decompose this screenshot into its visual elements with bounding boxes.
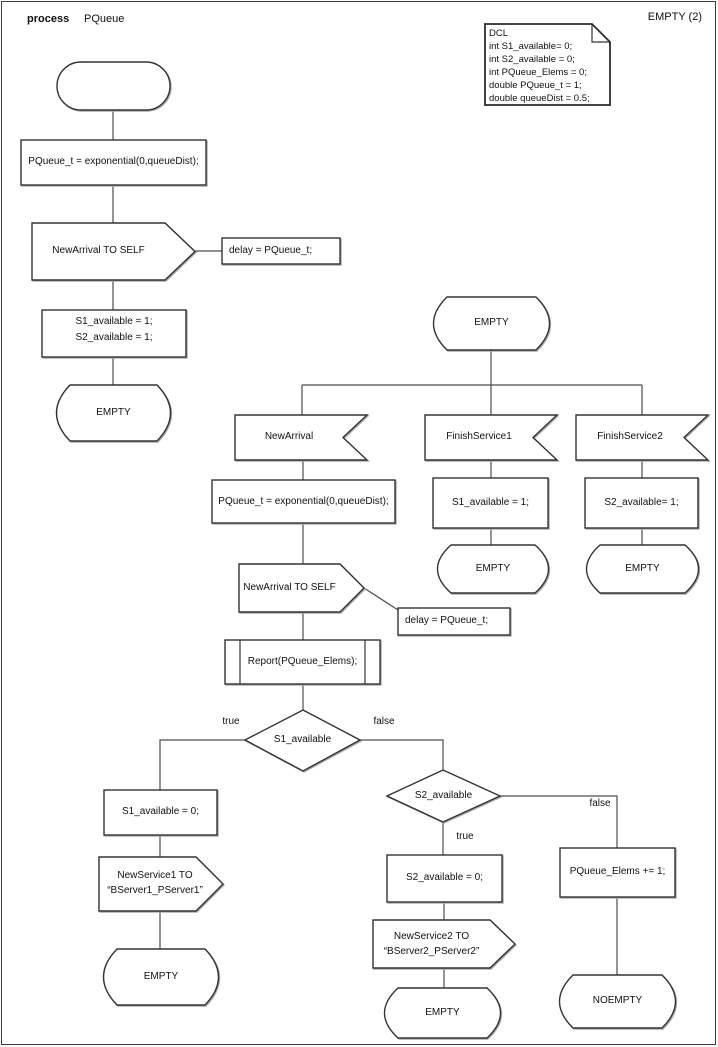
procedure-label-report: Report(PQueue_Elems); <box>247 656 358 667</box>
dcl-line: double queueDist = 0.5; <box>489 93 590 104</box>
branch-label-true-s2: true <box>456 831 474 842</box>
flow-connector <box>159 739 245 790</box>
decision-shape-s2-available <box>385 769 502 823</box>
output-newservice2-line2: “BServer2_PServer2” <box>383 946 480 957</box>
output-label-newservice2: NewService2 TO “BServer2_PServer2” <box>373 929 490 959</box>
branch-label-false-s2: false <box>589 798 611 809</box>
output-label-newarrival-self: NewArrival TO SELF <box>243 582 336 593</box>
decision-label-s2-available: S2_available <box>414 790 473 801</box>
task-label-s1-zero: S1_available = 0; <box>121 806 199 817</box>
output-newservice2-line1: NewService2 TO <box>393 931 470 942</box>
input-shape-finishservice2 <box>575 414 710 461</box>
output-label-newservice1: NewService1 TO “BServer1_PServer1” <box>99 868 211 898</box>
start-symbol <box>56 61 171 111</box>
output-newservice1-line1: NewService1 TO <box>117 870 193 881</box>
input-label-finishservice1: FinishService1 <box>446 431 512 442</box>
flow-connector <box>500 795 618 848</box>
output-shape-newservice2 <box>372 919 517 969</box>
diagram-kind-label: process <box>27 13 70 25</box>
dcl-line: int S1_available= 0; <box>489 41 573 52</box>
state-label-empty-main: EMPTY <box>474 317 509 328</box>
output-shape-newarrival-start <box>31 222 197 281</box>
task-shape-s1-one <box>432 477 549 529</box>
comment-shape-delay-start <box>221 237 341 265</box>
decision-label-s1-available: S1_available <box>273 734 332 745</box>
comment-label-delay: delay = PQueue_t; <box>405 615 489 626</box>
decision-shape-s1-available <box>243 709 362 772</box>
dcl-line: int PQueue_Elems = 0; <box>489 67 587 78</box>
connectors <box>112 110 643 988</box>
output-newservice1-line2: “BServer1_PServer1” <box>107 885 203 896</box>
task-init-line2: S2_available = 1; <box>75 332 153 343</box>
dcl-line: DCL <box>489 28 509 39</box>
comment-label-delay-start: delay = PQueue_t; <box>229 245 313 256</box>
state-shape-noempty <box>558 974 677 1029</box>
dcl-line: int S2_available = 0; <box>489 54 575 65</box>
output-label-newarrival-start: NewArrival TO SELF <box>52 245 145 256</box>
state-shape-empty-fs1 <box>436 544 550 594</box>
dcl-note-shape <box>484 23 611 106</box>
task-shape-s2-zero <box>386 854 503 903</box>
state-label-empty-fs1: EMPTY <box>475 563 511 574</box>
task-shape-set-timer-start <box>20 139 207 186</box>
input-shape-newarrival <box>234 414 369 461</box>
state-label-empty-fs2: EMPTY <box>625 563 660 574</box>
folded-corner-icon <box>591 24 610 43</box>
branch-label-false-s1: false <box>373 716 395 727</box>
state-shape-empty-s2 <box>383 987 502 1039</box>
state-label-noempty: NOEMPTY <box>592 995 643 1006</box>
state-label-empty-s2: EMPTY <box>425 1007 460 1018</box>
task-label-s2-zero: S2_available = 0; <box>405 872 483 883</box>
task-label-set-timer: PQueue_t = exponential(0,queueDist); <box>218 496 389 507</box>
task-label-set-timer-start: PQueue_t = exponential(0,queueDist); <box>28 156 199 167</box>
page-label: EMPTY (2) <box>647 11 702 23</box>
flow-connector <box>360 739 444 770</box>
task-label-queue-increment: PQueue_Elems += 1; <box>569 866 666 877</box>
dcl-line: double PQueue_t = 1; <box>489 80 582 91</box>
state-shape-empty-main <box>432 296 551 351</box>
input-shape-finishservice1 <box>424 414 559 461</box>
comment-shape-delay <box>397 607 511 636</box>
state-label-empty-s1: EMPTY <box>143 971 179 982</box>
input-label-finishservice2: FinishService2 <box>597 431 663 442</box>
task-shape-s2-one <box>584 477 699 529</box>
output-shape-newarrival-self <box>238 563 365 613</box>
comment-connector <box>363 587 399 611</box>
branch-label-true-s1: true <box>222 716 240 727</box>
task-shape-set-timer <box>211 479 396 524</box>
state-shape-empty-fs2 <box>585 544 700 594</box>
output-shape-newservice1 <box>98 856 224 912</box>
task-label-init: S1_available = 1; S2_available = 1; <box>42 314 186 346</box>
task-shape-init <box>41 309 187 358</box>
procedure-shape-report <box>224 639 381 685</box>
state-label-empty-start: EMPTY <box>96 407 131 418</box>
process-name: PQueue <box>84 13 125 25</box>
task-shape-s1-zero <box>103 789 218 836</box>
dcl-note-text: DCL int S1_available= 0; int S2_availabl… <box>489 27 607 105</box>
task-label-s1-one: S1_available = 1; <box>451 497 529 508</box>
state-shape-empty-s1 <box>102 948 220 1006</box>
task-label-s2-one: S2_available= 1; <box>604 497 679 508</box>
state-shape-empty-start <box>55 384 172 442</box>
task-shape-queue-increment <box>559 847 676 898</box>
input-label-newarrival: NewArrival <box>264 431 314 442</box>
task-init-line1: S1_available = 1; <box>75 316 153 327</box>
